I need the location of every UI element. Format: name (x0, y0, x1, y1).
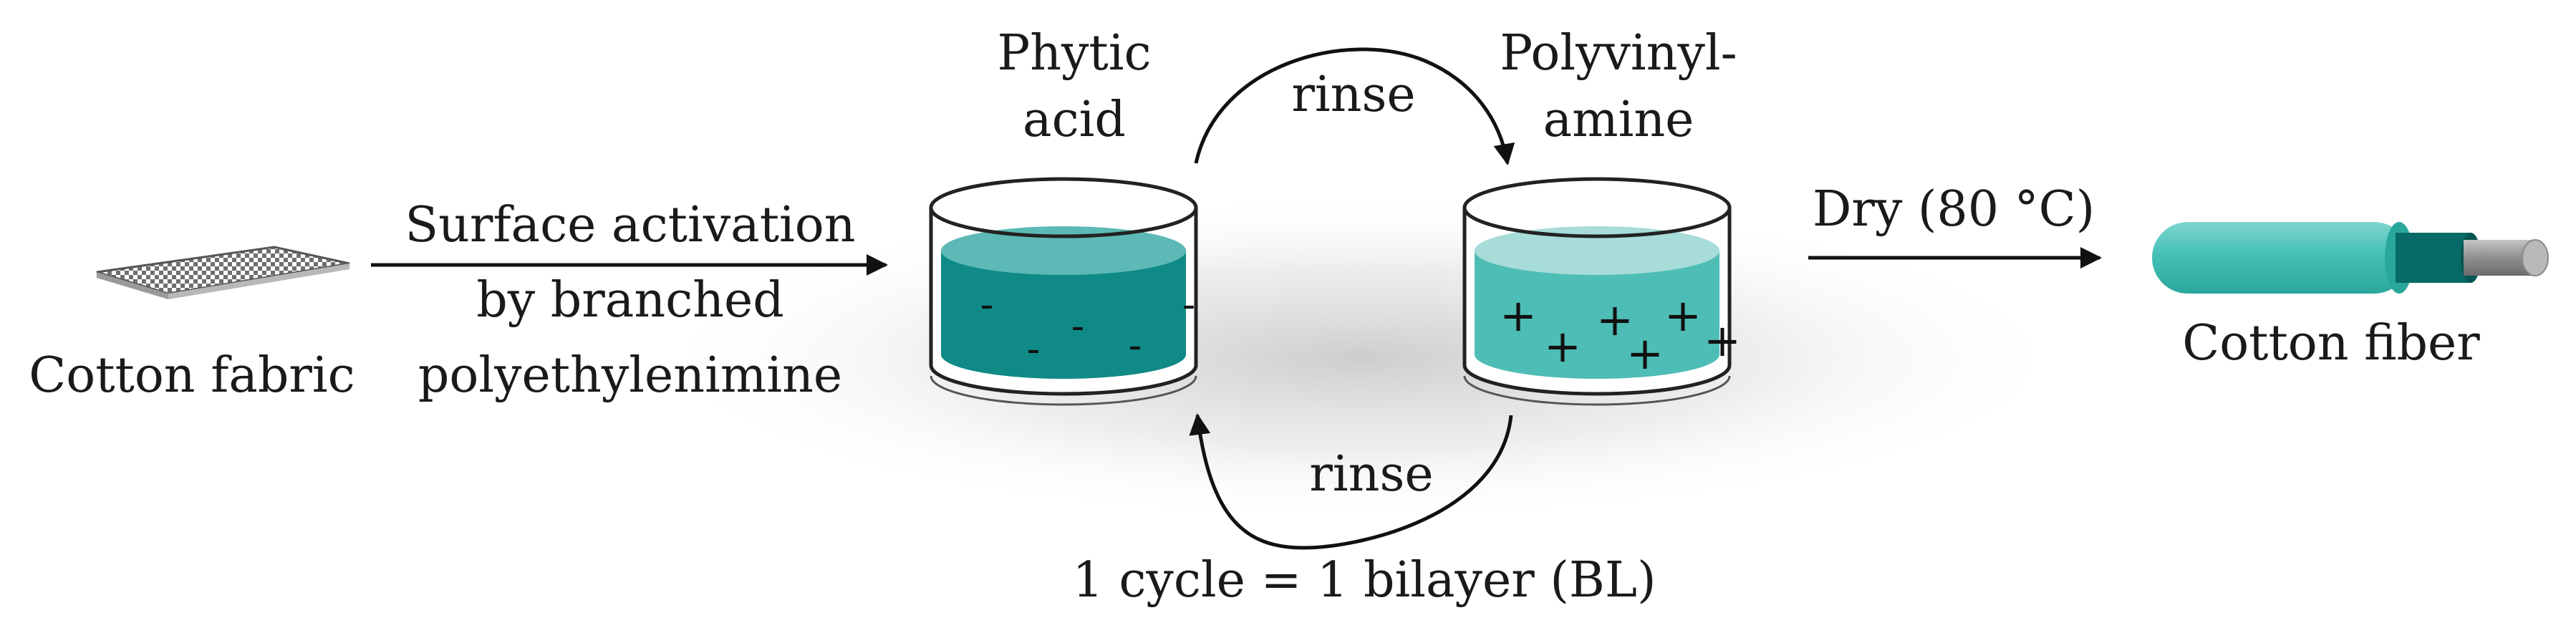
surface-activation-label-line1: Surface activation (405, 197, 856, 253)
polyvinylamine-label-line1: Polyvinyl- (1500, 25, 1737, 82)
surface-activation-label-line3: polyethylenimine (418, 347, 842, 404)
phytic-acid-label-line2: acid (1023, 92, 1126, 148)
cotton-fabric-icon (96, 246, 350, 299)
negative-charge-2: - (1071, 305, 1085, 348)
positive-charge-2: + (1544, 320, 1581, 372)
cotton-fabric-label: Cotton fabric (29, 347, 355, 404)
rinse-top-arrow (1194, 47, 1515, 165)
cotton-fiber-icon (2152, 222, 2549, 294)
phytic-acid-label-line1: Phytic (997, 25, 1151, 82)
negative-charge-3: - (1182, 284, 1196, 327)
surface-activation-label-line2: by branched (476, 272, 784, 329)
polyvinylamine-beaker (1462, 177, 1732, 406)
positive-charge-4: + (1626, 327, 1664, 380)
polyvinylamine-label-line2: amine (1543, 92, 1694, 148)
negative-charge-4: - (1027, 328, 1041, 371)
dry-label: Dry (80 °C) (1813, 181, 2095, 238)
cycle-note-label: 1 cycle = 1 bilayer (BL) (1072, 552, 1656, 609)
negative-charge-1: - (980, 284, 994, 327)
phytic-acid-beaker (929, 177, 1198, 406)
rinse-bottom-label: rinse (1309, 446, 1433, 503)
positive-charge-1: + (1500, 289, 1537, 342)
positive-charge-6: + (1704, 314, 1741, 367)
positive-charge-5: + (1664, 289, 1702, 342)
cotton-fiber-label: Cotton fiber (2182, 315, 2480, 372)
rinse-top-label: rinse (1291, 67, 1415, 123)
negative-charge-5: - (1129, 324, 1142, 367)
rinse-bottom-arrow (1189, 413, 1513, 550)
positive-charge-3: + (1596, 294, 1634, 346)
